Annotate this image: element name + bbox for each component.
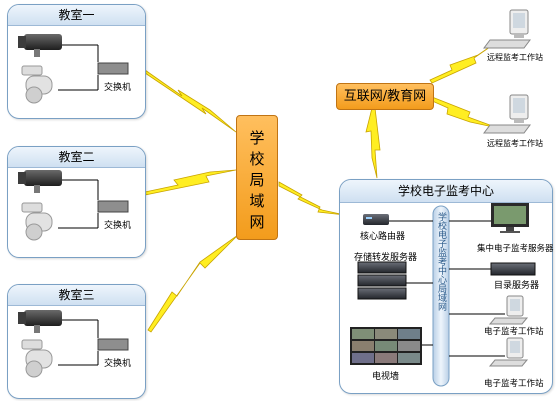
classroom-1-switch-label: 交换机 xyxy=(104,83,132,93)
classroom-3-switch-label: 交换机 xyxy=(104,359,132,369)
school-lan-char-4: 域 xyxy=(249,192,265,210)
lightning-link-4 xyxy=(278,181,346,216)
remote-workstation-2-graphic xyxy=(483,94,531,134)
school-lan-char-1: 学 xyxy=(249,129,265,147)
lightning-link-1 xyxy=(144,69,237,133)
remote-workstation-2-label: 远程监考工作站 xyxy=(487,139,543,148)
lightning-link-2 xyxy=(144,169,237,196)
storage-server-label: 存储转发服务器 xyxy=(354,253,418,263)
school-lan-node: 学 校 局 域 网 xyxy=(236,115,278,240)
workstation-1-label: 电子监考工作站 xyxy=(484,327,544,337)
lightning-link-3 xyxy=(147,234,239,333)
lan-bus-label: 学校电子监考中心局域网 xyxy=(436,212,446,311)
internet-node: 互联网/教育网 xyxy=(336,83,434,110)
classroom-box-3: 教室三 xyxy=(7,284,146,399)
remote-workstation-1-label: 远程监考工作站 xyxy=(487,53,543,62)
classroom-1-title: 教室一 xyxy=(8,5,145,26)
remote-workstation-1-graphic xyxy=(483,9,531,49)
workstation-2-label: 电子监考工作站 xyxy=(484,379,544,389)
school-lan-char-2: 校 xyxy=(249,150,265,168)
directory-server-label: 目录服务器 xyxy=(494,281,540,291)
classroom-2-switch-label: 交换机 xyxy=(104,221,132,231)
core-router-label: 核心路由器 xyxy=(360,232,406,242)
tv-wall-label: 电视墙 xyxy=(372,372,400,382)
classroom-3-title: 教室三 xyxy=(8,285,145,306)
lightning-link-5 xyxy=(365,107,381,179)
lightning-link-7 xyxy=(429,96,499,129)
monitoring-center-title: 学校电子监考中心 xyxy=(340,180,552,203)
classroom-box-2: 教室二 xyxy=(7,146,146,258)
school-lan-char-3: 局 xyxy=(249,171,265,189)
classroom-box-1: 教室一 xyxy=(7,4,146,119)
school-lan-char-5: 网 xyxy=(249,213,265,231)
central-server-label: 集中电子监考服务器 xyxy=(477,244,554,254)
classroom-2-title: 教室二 xyxy=(8,147,145,168)
